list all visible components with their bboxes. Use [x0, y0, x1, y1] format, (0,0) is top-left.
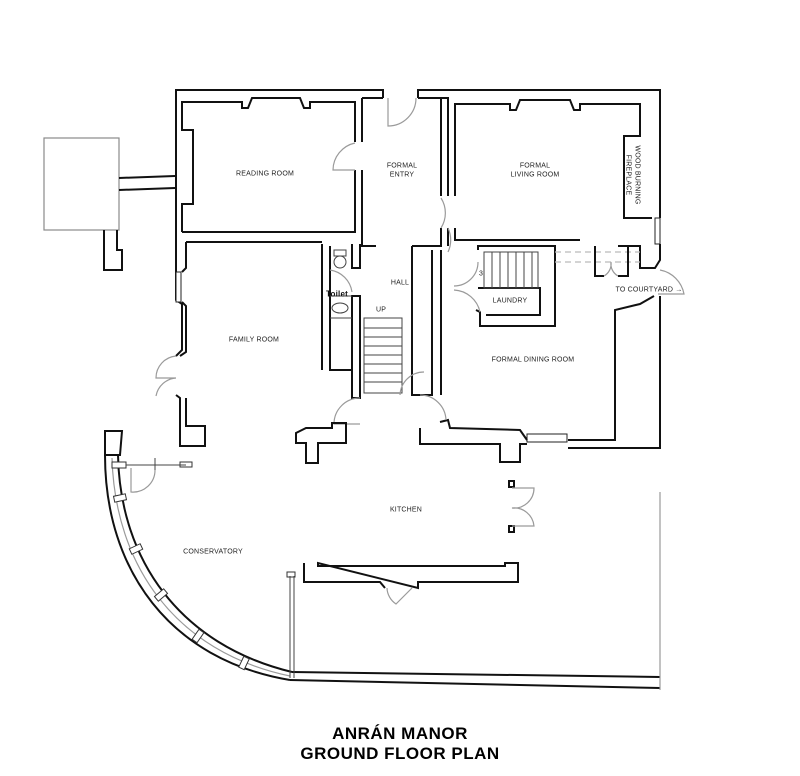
outbuilding — [43, 137, 176, 271]
north-block-walls — [175, 89, 661, 463]
room-label-conservatory: CONSERVATORY — [183, 548, 243, 556]
room-label-toilet: Toilet — [326, 289, 348, 299]
stair-step-marker: 3 — [478, 270, 484, 278]
plan-subtitle: GROUND FLOOR PLAN — [300, 744, 500, 763]
room-label-formal-living-line2: LIVING ROOM — [510, 171, 560, 179]
room-label-formal-dining-room: FORMAL DINING ROOM — [491, 356, 575, 364]
label-fireplace-line1: WOOD BURNING — [633, 145, 641, 205]
room-label-formal-entry-line1: FORMAL — [386, 162, 418, 170]
room-label-reading-room: READING ROOM — [235, 170, 295, 178]
hall-and-stairs — [321, 97, 452, 425]
room-label-family-room: FAMILY ROOM — [228, 336, 280, 344]
label-fireplace-line2: FIREPLACE — [624, 154, 632, 196]
room-label-formal-entry-line2: ENTRY — [389, 171, 415, 179]
room-label-kitchen: KITCHEN — [389, 506, 423, 514]
kitchen-walls — [303, 480, 535, 605]
conservatory-walls — [104, 430, 661, 690]
plan-title: ANRÁN MANOR — [332, 724, 468, 743]
room-label-formal-living-line1: FORMAL — [519, 162, 551, 170]
room-label-laundry: LAUNDRY — [492, 297, 528, 305]
stair-label-up: UP — [375, 306, 387, 314]
family-room-walls — [155, 241, 347, 464]
laundry-block — [453, 245, 685, 327]
label-to-courtyard: TO COURTYARD → — [615, 286, 683, 294]
room-label-hall: HALL — [390, 279, 410, 287]
